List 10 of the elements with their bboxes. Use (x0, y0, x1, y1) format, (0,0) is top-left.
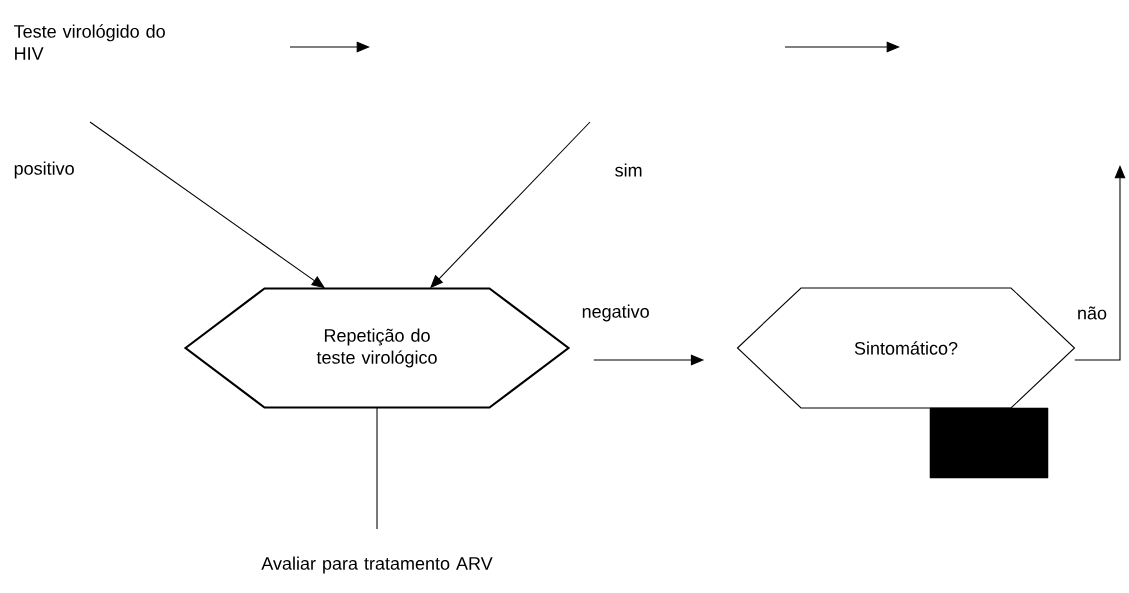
edge-label: sim (613, 162, 644, 178)
edge-label: não (1075, 305, 1109, 321)
filled-rectangle (929, 407, 1049, 479)
node-text: Avaliar para tratamento ARV (261, 556, 493, 574)
edge-label: negativo (580, 303, 651, 323)
connector-line (376, 407, 378, 530)
edge-label: positivo (12, 160, 76, 180)
hexagon: Sintomático? (736, 287, 1076, 409)
arrow (1074, 165, 1126, 361)
node-text: Teste virológido do HIV (14, 24, 165, 60)
